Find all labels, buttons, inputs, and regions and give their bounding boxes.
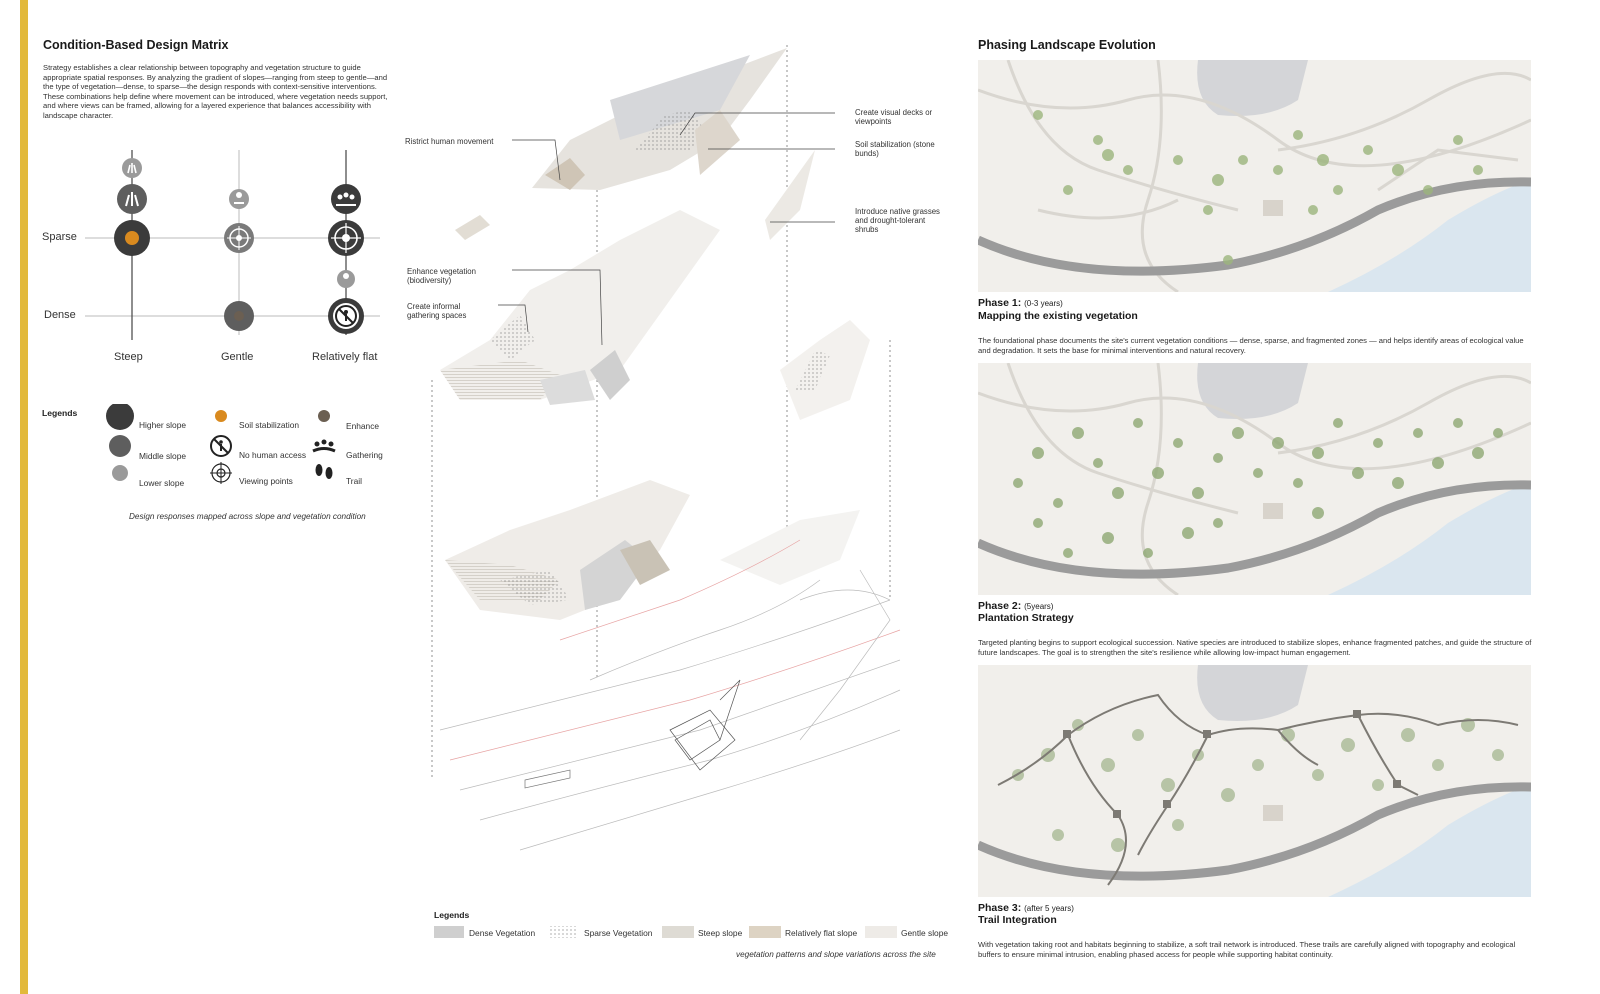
matrix-legend-icons	[106, 404, 336, 484]
diagram-caption: vegetation patterns and slope variations…	[736, 950, 936, 959]
phase-3-text: With vegetation taking root and habitats…	[978, 940, 1516, 959]
phase-3-heading: Phase 3: (after 5 years)	[978, 902, 1074, 914]
phase-1-range: (0-3 years)	[1024, 299, 1063, 308]
phase-2-text: Targeted planting begins to support ecol…	[978, 638, 1532, 657]
legend-sparse-vegetation: Sparse Vegetation	[584, 928, 653, 938]
gentle-dense-node	[224, 301, 254, 331]
steep-sparse-node	[114, 220, 150, 256]
matrix-caption: Design responses mapped across slope and…	[129, 512, 366, 521]
middle-layer	[440, 210, 870, 420]
phase-1-trees	[1033, 110, 1483, 265]
phasing-title: Phasing Landscape Evolution	[978, 38, 1156, 52]
annotation-native-grasses: Introduce native grasses and drought-tol…	[855, 207, 940, 235]
annotation-gathering-spaces: Create informal gathering spaces	[407, 302, 467, 321]
steep-slope-swatch	[662, 926, 694, 938]
legend-higher-slope: Higher slope	[139, 420, 187, 430]
sparse-vegetation-swatch	[548, 926, 578, 938]
legend-no-human-access: No human access	[239, 450, 307, 460]
enhance-icon	[318, 410, 330, 422]
row-label-dense: Dense	[44, 309, 76, 321]
legend-middle-slope: Middle slope	[139, 451, 187, 461]
dense-vegetation-swatch	[434, 926, 464, 938]
col-label-gentle: Gentle	[221, 351, 254, 363]
lower-layer	[445, 480, 860, 620]
higher-slope-icon	[106, 404, 134, 430]
legend-viewing-points: Viewing points	[239, 476, 293, 486]
trail-nodes	[1063, 710, 1401, 818]
phase-1-heading: Phase 1: (0-3 years)	[978, 297, 1063, 309]
legend-lower-slope: Lower slope	[139, 478, 185, 488]
legend-dense-vegetation: Dense Vegetation	[469, 928, 536, 938]
annotation-visual-decks: Create visual decks or viewpoints	[855, 108, 933, 127]
phase-3-subtitle: Trail Integration	[978, 914, 1057, 926]
gathering-icon	[312, 439, 336, 453]
steep-grass-icon	[117, 184, 147, 214]
soil-stabilization-icon	[215, 410, 227, 422]
phase-2-map	[978, 363, 1531, 595]
phase-2-subtitle: Plantation Strategy	[978, 612, 1074, 624]
legend-soil-stabilization: Soil stabilization	[239, 420, 300, 430]
trail-icon	[315, 464, 333, 479]
flat-dense-node	[328, 298, 364, 334]
diagram-legend-title: Legends	[434, 910, 470, 920]
leader-lines	[498, 112, 835, 346]
phase-3-map	[978, 665, 1531, 897]
col-label-steep: Steep	[114, 351, 143, 363]
steep-grass-small-icon	[122, 158, 142, 178]
design-matrix	[85, 150, 380, 340]
phase-1-map	[978, 60, 1531, 292]
lower-slope-icon	[112, 465, 128, 481]
matrix-intro: Strategy establishes a clear relationshi…	[43, 63, 388, 120]
row-label-sparse: Sparse	[42, 231, 77, 243]
phase-1-text: The foundational phase documents the sit…	[978, 336, 1524, 355]
legend-relatively-flat-slope: Relatively flat slope	[785, 928, 858, 938]
flat-gathering-icon	[331, 184, 361, 214]
legend-gentle-slope: Gentle slope	[901, 928, 949, 938]
base-contour-map	[439, 539, 901, 851]
matrix-title: Condition-Based Design Matrix	[43, 38, 229, 52]
phase-2-range: (5years)	[1024, 602, 1054, 611]
col-label-flat: Relatively flat	[312, 351, 378, 363]
relatively-flat-slope-swatch	[749, 926, 781, 938]
exploded-axonometric-diagram	[431, 45, 901, 851]
gentle-gathering-small-icon	[229, 189, 249, 209]
phase-2-label: Phase 2:	[978, 600, 1022, 612]
phase-1-label: Phase 1:	[978, 297, 1022, 309]
legend-steep-slope: Steep slope	[698, 928, 743, 938]
legend-trail: Trail	[346, 476, 362, 486]
legend-gathering: Gathering	[346, 450, 383, 460]
gentle-slope-swatch	[865, 926, 897, 938]
phase-2-heading: Phase 2: (5years)	[978, 600, 1053, 612]
phase-2-trees	[1013, 418, 1503, 558]
phase-3-range: (after 5 years)	[1024, 904, 1074, 913]
phase-3-trees	[1012, 718, 1504, 852]
matrix-legend-title: Legends	[42, 408, 78, 418]
phase-1-subtitle: Mapping the existing vegetation	[978, 310, 1138, 322]
annotation-restrict-movement: Ristrict human movement	[405, 137, 494, 146]
annotation-soil-stabilization: Soil stabilization (stone bunds)	[855, 140, 935, 159]
legend-enhance: Enhance	[346, 421, 380, 431]
phase-3-label: Phase 3:	[978, 902, 1022, 914]
flat-sparse-node	[328, 220, 364, 256]
gentle-sparse-node	[224, 223, 254, 253]
annotation-enhance-vegetation: Enhance vegetation (biodiversity)	[407, 267, 476, 286]
top-layer	[455, 48, 815, 240]
middle-slope-icon	[109, 435, 131, 457]
viewing-points-icon	[210, 462, 232, 484]
flat-small-icon	[337, 270, 355, 288]
diagram-legend-swatches	[434, 926, 897, 938]
no-human-access-icon	[210, 435, 232, 457]
accent-bar	[20, 0, 28, 994]
